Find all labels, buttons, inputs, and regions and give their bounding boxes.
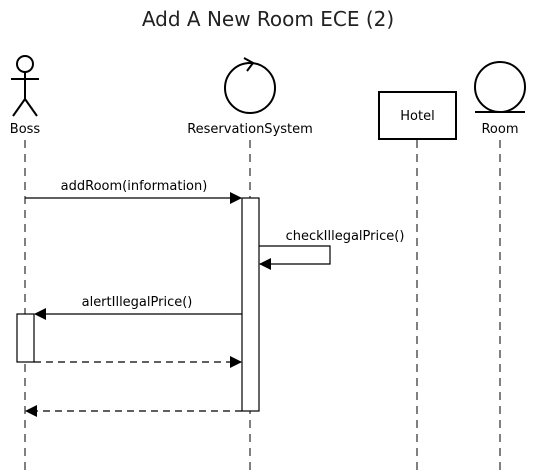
reservation-system-activation	[241, 197, 260, 412]
add-room-message: addRoom(information)	[25, 179, 242, 204]
alert-illegal-price-message: alertIllegalPrice()	[34, 295, 242, 320]
reservation-system-participant: ReservationSystem	[187, 57, 313, 137]
hotel-participant: Hotel	[378, 91, 457, 140]
check-illegal-price-message: checkIllegalPrice()	[259, 229, 405, 270]
room-participant: Room	[474, 61, 526, 137]
control-icon	[224, 57, 276, 114]
check-illegal-price-label: checkIllegalPrice()	[286, 229, 405, 244]
actor-icon	[11, 55, 39, 117]
alert-illegal-price-label: alertIllegalPrice()	[82, 295, 193, 310]
hotel-label: Hotel	[400, 109, 434, 124]
boss-activation	[16, 313, 35, 363]
reservation-system-label: ReservationSystem	[187, 122, 313, 137]
boss-label: Boss	[10, 122, 41, 137]
diagram-title: Add A New Room ECE (2)	[142, 7, 394, 31]
check-illegal-price-arrow	[259, 245, 331, 270]
hotel-box	[378, 91, 457, 140]
add-room-label: addRoom(information)	[61, 179, 208, 194]
entity-icon	[474, 61, 526, 113]
boss-participant: Boss	[10, 55, 41, 137]
room-label: Room	[481, 122, 518, 137]
